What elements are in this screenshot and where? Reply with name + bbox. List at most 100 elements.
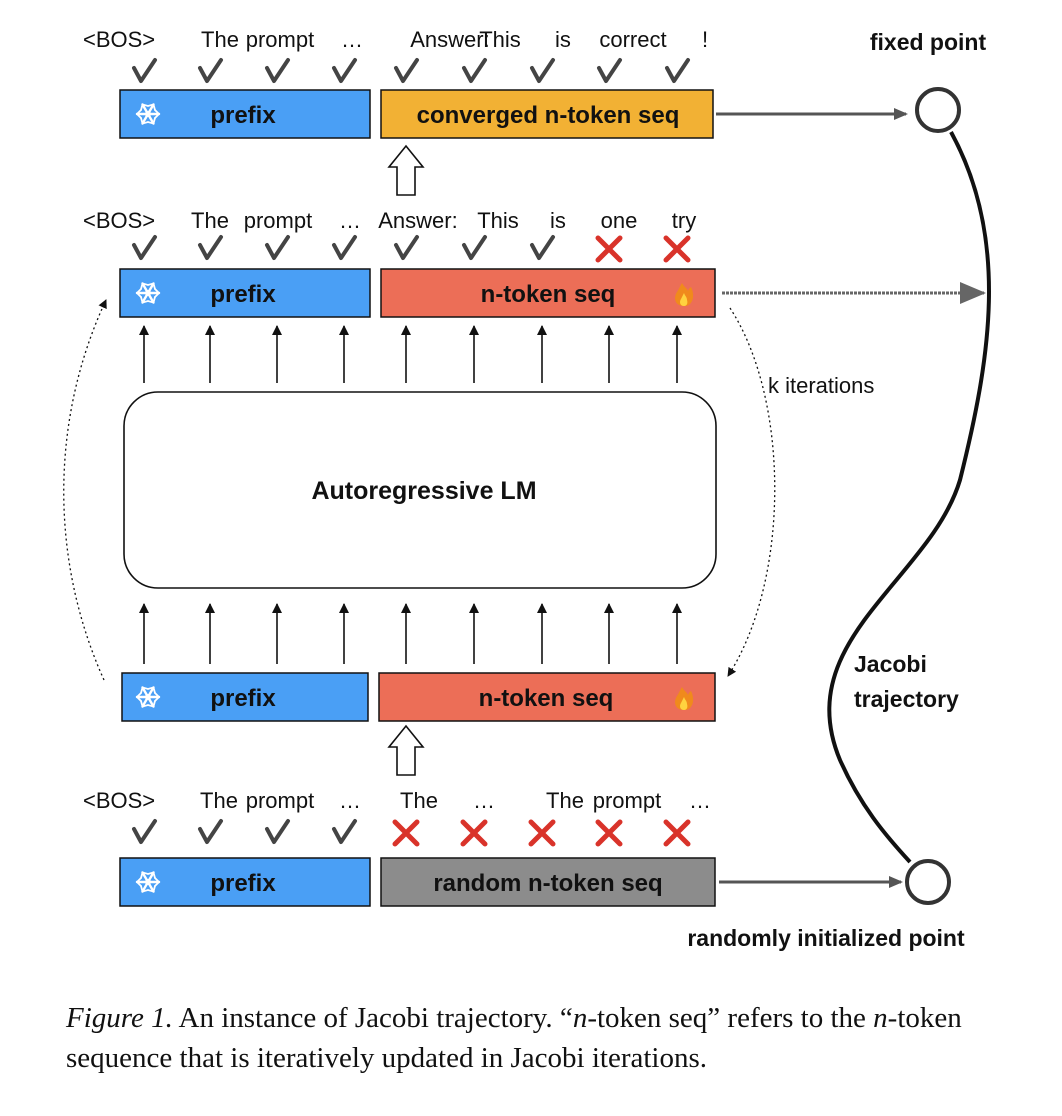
token-label: <BOS>	[83, 788, 155, 813]
token-label: try	[672, 208, 696, 233]
check-icon	[332, 235, 357, 260]
caption-variable-n: n	[572, 1002, 588, 1034]
random-point-marker	[905, 859, 951, 905]
token-label: …	[473, 788, 495, 813]
n-token-seq-box	[378, 672, 716, 722]
check-icon	[132, 819, 157, 844]
jacobi-trajectory-curve	[827, 131, 991, 864]
check-icon	[530, 58, 555, 83]
prefix-box	[121, 672, 369, 722]
prefix-box	[119, 89, 371, 139]
token-marks-second	[132, 235, 691, 263]
token-label: …	[341, 27, 363, 52]
check-icon	[265, 819, 290, 844]
token-label: prompt	[246, 27, 314, 52]
token-label: The	[200, 788, 238, 813]
check-icon	[394, 58, 419, 83]
cross-icon	[595, 819, 623, 847]
check-icon	[198, 235, 223, 260]
random-point-label: randomly initialized point	[687, 925, 965, 951]
check-icon	[132, 58, 157, 83]
check-icon	[132, 235, 157, 260]
caption-text-3: -token sequence that is iteratively upda…	[66, 1002, 962, 1074]
k-iterations-label: k iterations	[768, 373, 874, 398]
cross-icon	[460, 819, 488, 847]
check-icon	[198, 819, 223, 844]
row-random-init: <BOS> The prompt … The … The prompt … prefix ran…	[83, 788, 903, 907]
random-seq-label: random n-token seq	[433, 870, 662, 897]
k-iterations-loop	[727, 307, 776, 677]
row-lm-input: prefix n-token seq	[121, 672, 716, 722]
token-marks-bottom	[132, 819, 691, 847]
check-icon	[597, 58, 622, 83]
token-label: prompt	[593, 788, 661, 813]
token-label: prompt	[244, 208, 312, 233]
token-label: The	[191, 208, 229, 233]
cross-icon	[663, 235, 691, 263]
check-icon	[462, 58, 487, 83]
token-label: …	[339, 788, 361, 813]
prefix-label: prefix	[210, 870, 276, 897]
cut-off-text-line	[66, 1098, 1026, 1116]
token-label: one	[601, 208, 638, 233]
check-icon	[665, 58, 690, 83]
check-icon	[394, 235, 419, 260]
fire-icon	[675, 687, 694, 710]
token-label: correct	[599, 27, 666, 52]
cross-icon	[595, 235, 623, 263]
caption-variable-n: n	[873, 1002, 888, 1034]
snowflake-icon	[135, 282, 161, 304]
prefix-box	[119, 857, 371, 907]
lm-output-arrows	[139, 325, 682, 383]
token-label: is	[555, 27, 571, 52]
cross-icon	[663, 819, 691, 847]
n-token-seq-label: n-token seq	[479, 685, 614, 712]
token-label: …	[339, 208, 361, 233]
converged-seq-box	[380, 89, 714, 139]
autoregressive-lm-box	[123, 391, 717, 589]
fixed-point-marker	[915, 87, 961, 133]
token-label: !	[702, 27, 708, 52]
token-label: <BOS>	[83, 208, 155, 233]
cross-icon	[528, 819, 556, 847]
token-label: Answer:	[410, 27, 489, 52]
check-icon	[265, 235, 290, 260]
token-label: prompt	[246, 788, 314, 813]
jacobi-trajectory-label-line2: trajectory	[854, 686, 959, 712]
token-label: The	[201, 27, 239, 52]
token-label: The	[400, 788, 438, 813]
update-up-arrow-top	[387, 144, 425, 196]
figure-number: Figure 1.	[66, 1002, 173, 1034]
prefix-feedback-loop	[63, 299, 107, 681]
snowflake-icon	[135, 103, 161, 125]
token-labels-bottom: <BOS> The prompt … The … The prompt …	[83, 788, 711, 813]
token-label: The	[546, 788, 584, 813]
figure-caption: Figure 1. An instance of Jacobi trajecto…	[66, 998, 1026, 1078]
token-label: …	[689, 788, 711, 813]
fire-icon	[675, 283, 694, 306]
check-icon	[332, 58, 357, 83]
check-icon	[198, 58, 223, 83]
check-icon	[332, 819, 357, 844]
update-up-arrow-bottom	[387, 724, 425, 776]
token-label: is	[550, 208, 566, 233]
check-icon	[462, 235, 487, 260]
prefix-label: prefix	[210, 281, 276, 308]
token-label: This	[477, 208, 519, 233]
caption-text-2: -token seq” refers to the	[587, 1002, 874, 1034]
snowflake-icon	[135, 871, 161, 893]
token-marks-top	[132, 58, 690, 83]
token-label: This	[479, 27, 521, 52]
autoregressive-lm-label: Autoregressive LM	[311, 477, 536, 505]
check-icon	[265, 58, 290, 83]
random-seq-box	[380, 857, 716, 907]
converged-seq-label: converged n-token seq	[417, 102, 680, 129]
fixed-point-label: fixed point	[870, 29, 987, 55]
prefix-label: prefix	[210, 685, 276, 712]
